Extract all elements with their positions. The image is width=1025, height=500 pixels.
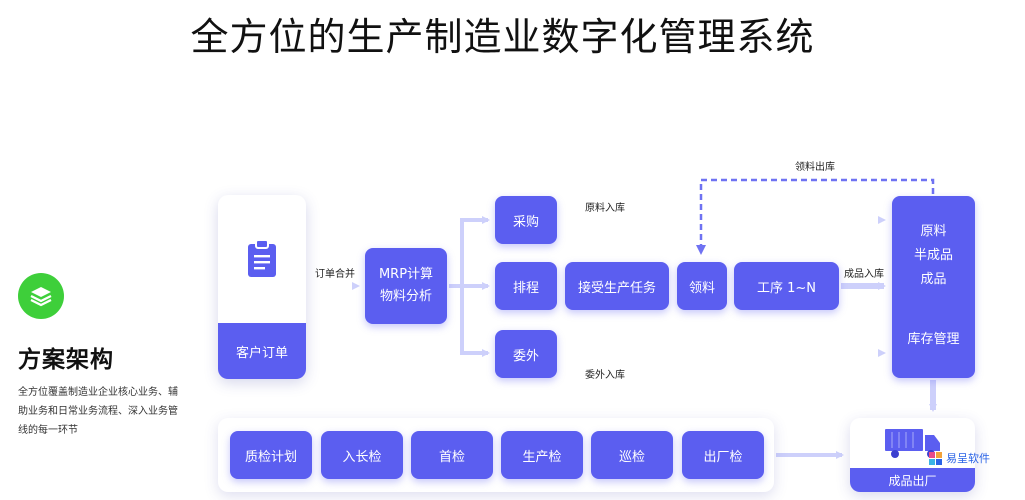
edge-label-pick-out: 领料出库 (795, 162, 835, 173)
mrp-line-2: 物料分析 (379, 289, 432, 304)
schedule-node[interactable]: 排程 (495, 262, 557, 310)
edge-label-raw-in: 原料入库 (585, 203, 625, 214)
edge-label-product-in: 成品入库 (844, 269, 884, 280)
edge-label-order-merge: 订单合并 (315, 269, 355, 280)
finished-shipping-card[interactable]: 成品出厂 (850, 418, 975, 492)
clipboard-icon (248, 239, 276, 277)
edge-label-outsource-in: 委外入库 (585, 370, 625, 381)
qc-first-article-node[interactable]: 首检 (411, 431, 493, 479)
section-heading: 方案架构 (18, 347, 114, 373)
storage-raw: 原料 (920, 224, 947, 239)
storage-semi: 半成品 (913, 248, 953, 263)
section-description: 全方位覆盖制造业企业核心业务、辅助业务和日常业务流程、深入业务管线的每一环节 (18, 387, 178, 436)
qc-incoming-node[interactable]: 入长检 (321, 431, 403, 479)
qc-production-node[interactable]: 生产检 (501, 431, 583, 479)
storage-finished: 成品 (920, 272, 947, 287)
purchase-node[interactable]: 采购 (495, 196, 557, 244)
layers-icon (18, 273, 64, 319)
process-steps-node[interactable]: 工序 1~N (734, 262, 839, 310)
inventory-management-node[interactable]: 原料 半成品 成品 库存管理 (892, 196, 975, 378)
qc-outgoing-node[interactable]: 出厂检 (682, 431, 764, 479)
brand-watermark: 易呈软件 (928, 450, 990, 466)
accept-task-node[interactable]: 接受生产任务 (565, 262, 669, 310)
customer-order-card[interactable]: 客户订单 (218, 195, 306, 379)
outsource-node[interactable]: 委外 (495, 330, 557, 378)
customer-order-label: 客户订单 (218, 323, 306, 379)
storage-mgmt-label: 库存管理 (907, 332, 960, 347)
watermark-text: 易呈软件 (946, 452, 990, 465)
qc-patrol-node[interactable]: 巡检 (591, 431, 673, 479)
qc-plan-node[interactable]: 质检计划 (230, 431, 312, 479)
finished-shipping-label: 成品出厂 (850, 468, 975, 492)
page-title: 全方位的生产制造业数字化管理系统 (190, 15, 815, 59)
brand-logo-icon (928, 451, 943, 466)
mrp-analysis-node[interactable]: MRP计算 物料分析 (365, 248, 447, 324)
mrp-line-1: MRP计算 (378, 267, 434, 282)
pick-material-node[interactable]: 领料 (677, 262, 727, 310)
